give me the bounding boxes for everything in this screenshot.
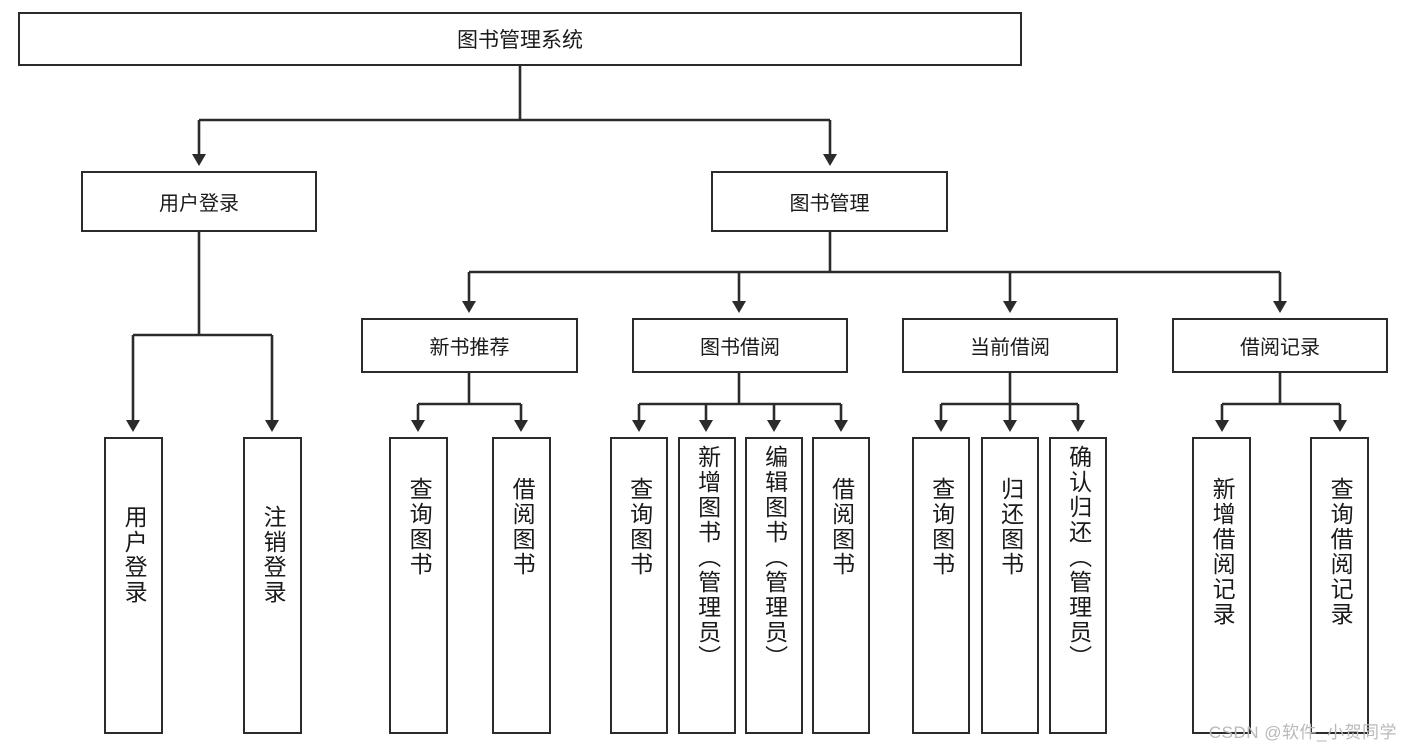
leaf-borrow-records-2[interactable]: 查询借阅记录	[1310, 437, 1369, 734]
node-root[interactable]: 图书管理系统	[18, 12, 1022, 66]
node-new-book-recommend-label: 新书推荐	[429, 337, 510, 359]
leaf-book-borrow-1[interactable]: 查询图书	[610, 437, 668, 734]
leaf-current-borrow-2-label: 归还图书	[997, 477, 1024, 577]
leaf-current-borrow-1[interactable]: 查询图书	[912, 437, 970, 734]
leaf-current-borrow-2[interactable]: 归还图书	[981, 437, 1039, 734]
leaf-borrow-records-1-label: 新增借阅记录	[1209, 477, 1236, 627]
watermark: CSDN @软件_小贺同学	[1208, 723, 1397, 742]
leaf-user-login-1[interactable]: 用户登录	[104, 437, 163, 734]
leaf-user-login-2-label: 注销登录	[260, 505, 287, 605]
leaf-new-book-recommend-2-label: 借阅图书	[509, 477, 536, 577]
node-user-login[interactable]: 用户登录	[81, 171, 317, 232]
leaf-new-book-recommend-1-label: 查询图书	[406, 477, 433, 577]
leaf-book-borrow-1-label: 查询图书	[626, 477, 653, 577]
leaf-borrow-records-2-label: 查询借阅记录	[1327, 477, 1354, 627]
node-borrow-records-label: 借阅记录	[1240, 337, 1320, 359]
leaf-user-login-2[interactable]: 注销登录	[243, 437, 302, 734]
leaf-current-borrow-3[interactable]: 确认归还（管理员）	[1049, 437, 1107, 734]
node-book-borrow-label: 图书借阅	[700, 337, 780, 359]
leaf-new-book-recommend-1[interactable]: 查询图书	[389, 437, 448, 734]
node-borrow-records[interactable]: 借阅记录	[1172, 318, 1388, 373]
node-book-management[interactable]: 图书管理	[711, 171, 948, 232]
leaf-new-book-recommend-2[interactable]: 借阅图书	[492, 437, 551, 734]
leaf-borrow-records-1[interactable]: 新增借阅记录	[1192, 437, 1251, 734]
leaf-book-borrow-3-label: 编辑图书（管理员）	[761, 445, 788, 670]
leaf-current-borrow-3-label: 确认归还（管理员）	[1065, 445, 1092, 670]
leaf-user-login-1-label: 用户登录	[121, 505, 148, 605]
node-root-label: 图书管理系统	[457, 29, 583, 52]
leaf-book-borrow-4[interactable]: 借阅图书	[812, 437, 870, 734]
node-new-book-recommend[interactable]: 新书推荐	[361, 318, 578, 373]
leaf-current-borrow-1-label: 查询图书	[928, 477, 955, 577]
node-current-borrow[interactable]: 当前借阅	[902, 318, 1118, 373]
leaf-book-borrow-3[interactable]: 编辑图书（管理员）	[745, 437, 803, 734]
node-book-management-label: 图书管理	[789, 193, 870, 215]
node-current-borrow-label: 当前借阅	[970, 337, 1050, 359]
node-book-borrow[interactable]: 图书借阅	[632, 318, 848, 373]
node-user-login-label: 用户登录	[159, 193, 239, 215]
leaf-book-borrow-2[interactable]: 新增图书（管理员）	[678, 437, 736, 734]
leaf-book-borrow-2-label: 新增图书（管理员）	[694, 445, 721, 670]
leaf-book-borrow-4-label: 借阅图书	[828, 477, 855, 577]
